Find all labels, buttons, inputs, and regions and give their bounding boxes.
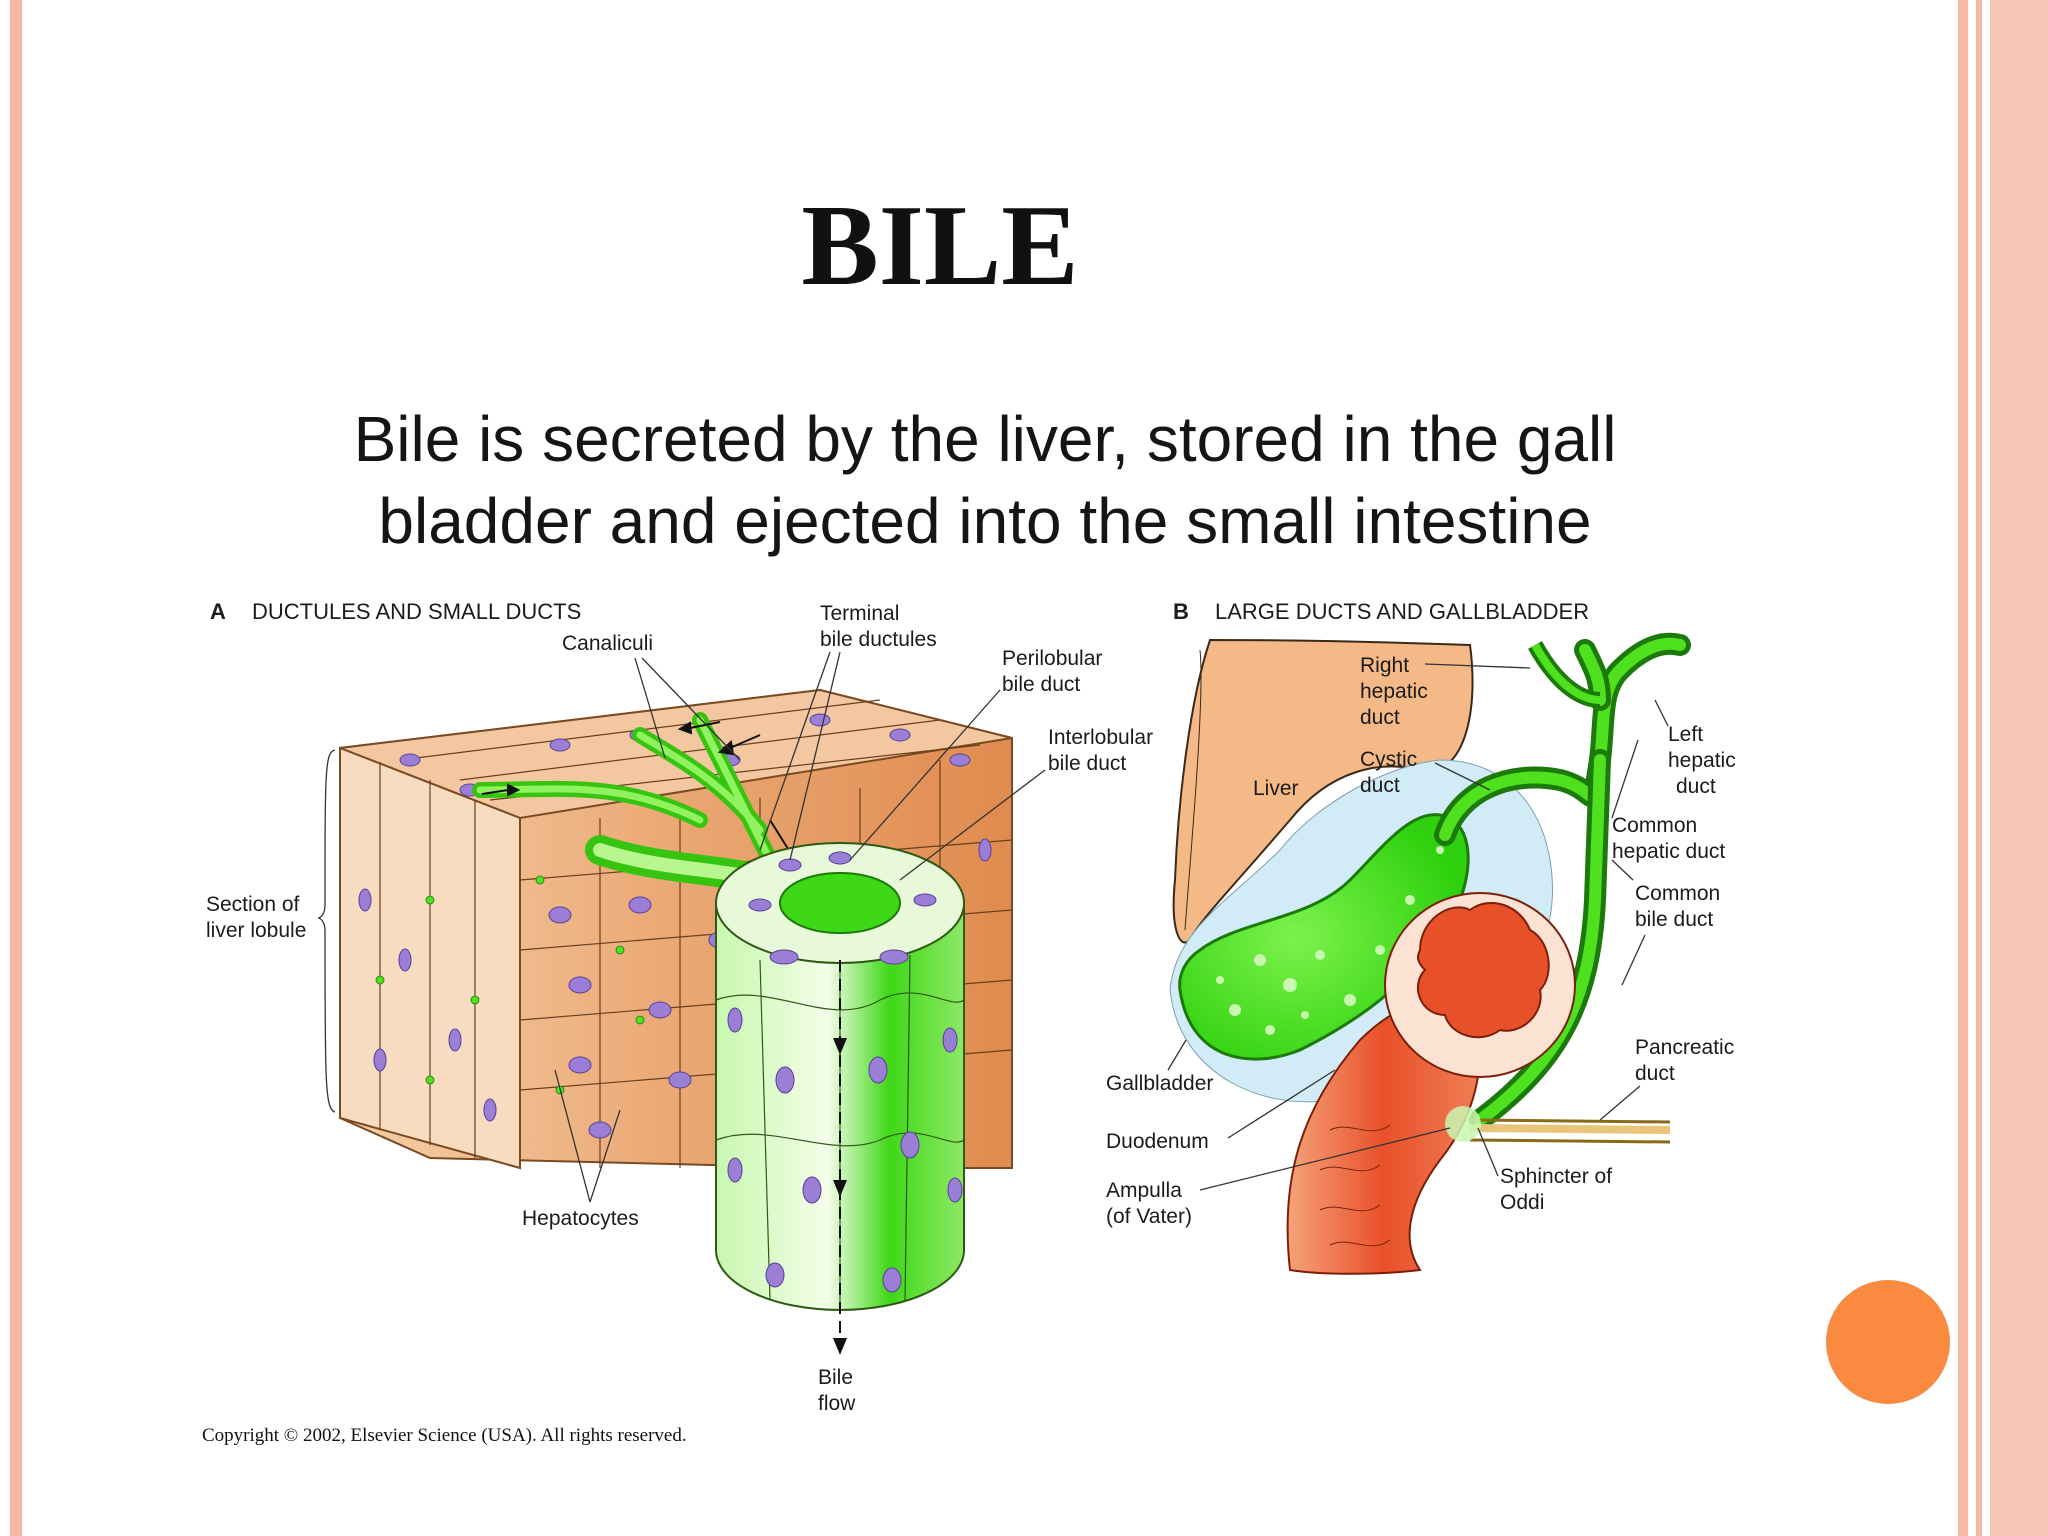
label-interlobular-1: Interlobular: [1048, 726, 1153, 749]
label-terminal-2: bile ductules: [820, 628, 937, 651]
label-cystic-1: Cystic: [1360, 748, 1417, 771]
label-bile-2: flow: [818, 1392, 856, 1415]
label-perilobular-1: Perilobular: [1002, 647, 1102, 670]
label-canaliculi: Canaliculi: [562, 632, 653, 655]
label-right-2: hepatic: [1360, 680, 1428, 703]
right-border-stripe-thin: [1976, 0, 1982, 1536]
copyright-notice: Copyright © 2002, Elsevier Science (USA)…: [202, 1425, 687, 1446]
label-perilobular-2: bile duct: [1002, 673, 1080, 696]
right-border-band: [1990, 0, 2048, 1536]
label-common-bile-1: Common: [1635, 882, 1720, 905]
label-right-1: Right: [1360, 654, 1409, 677]
slide-title: BILE: [801, 182, 1079, 310]
label-cystic-2: duct: [1360, 774, 1400, 797]
slide-subtitle: Bile is secreted by the liver, stored in…: [190, 398, 1780, 562]
label-sphincter-1: Sphincter of: [1500, 1165, 1612, 1188]
label-common-bile-2: bile duct: [1635, 908, 1713, 931]
interlobular-duct-cylinder: [715, 842, 965, 1355]
label-pancreatic-1: Pancreatic: [1635, 1036, 1734, 1059]
right-border-stripe: [1958, 0, 1968, 1536]
panel-b-letter: B: [1173, 599, 1189, 624]
label-common-hepatic-2: hepatic duct: [1612, 840, 1725, 863]
label-duodenum: Duodenum: [1106, 1130, 1209, 1153]
decorative-orange-circle: [1826, 1280, 1950, 1404]
label-liver: Liver: [1253, 777, 1299, 800]
label-section-2: liver lobule: [206, 919, 306, 942]
label-interlobular-2: bile duct: [1048, 752, 1126, 775]
panel-a-labels: Canaliculi Terminal bile ductules Perilo…: [206, 602, 1153, 1415]
label-sphincter-2: Oddi: [1500, 1191, 1544, 1214]
subtitle-line-2: bladder and ejected into the small intes…: [378, 485, 1592, 557]
label-section-1: Section of: [206, 893, 300, 916]
label-left-3: duct: [1676, 775, 1716, 798]
label-pancreatic-2: duct: [1635, 1062, 1675, 1085]
panel-a-letter: A: [210, 599, 226, 624]
label-common-hepatic-1: Common: [1612, 814, 1697, 837]
left-border-stripe: [10, 0, 22, 1536]
label-left-2: hepatic: [1668, 749, 1736, 772]
panel-a-heading: DUCTULES AND SMALL DUCTS: [252, 599, 581, 624]
label-ampulla-1: Ampulla: [1106, 1179, 1182, 1202]
label-right-3: duct: [1360, 706, 1400, 729]
panel-b-labels: Right hepatic duct Liver Cystic duct Lef…: [1106, 654, 1736, 1228]
label-ampulla-2: (of Vater): [1106, 1205, 1192, 1228]
label-terminal-1: Terminal: [820, 602, 899, 625]
label-gallbladder: Gallbladder: [1106, 1072, 1213, 1095]
label-hepatocytes: Hepatocytes: [522, 1207, 639, 1230]
large-ducts-drawing: [1169, 632, 1691, 1275]
panel-b-heading: LARGE DUCTS AND GALLBLADDER: [1215, 599, 1589, 624]
label-left-1: Left: [1668, 723, 1703, 746]
label-bile-1: Bile: [818, 1366, 853, 1389]
subtitle-line-1: Bile is secreted by the liver, stored in…: [353, 403, 1617, 475]
